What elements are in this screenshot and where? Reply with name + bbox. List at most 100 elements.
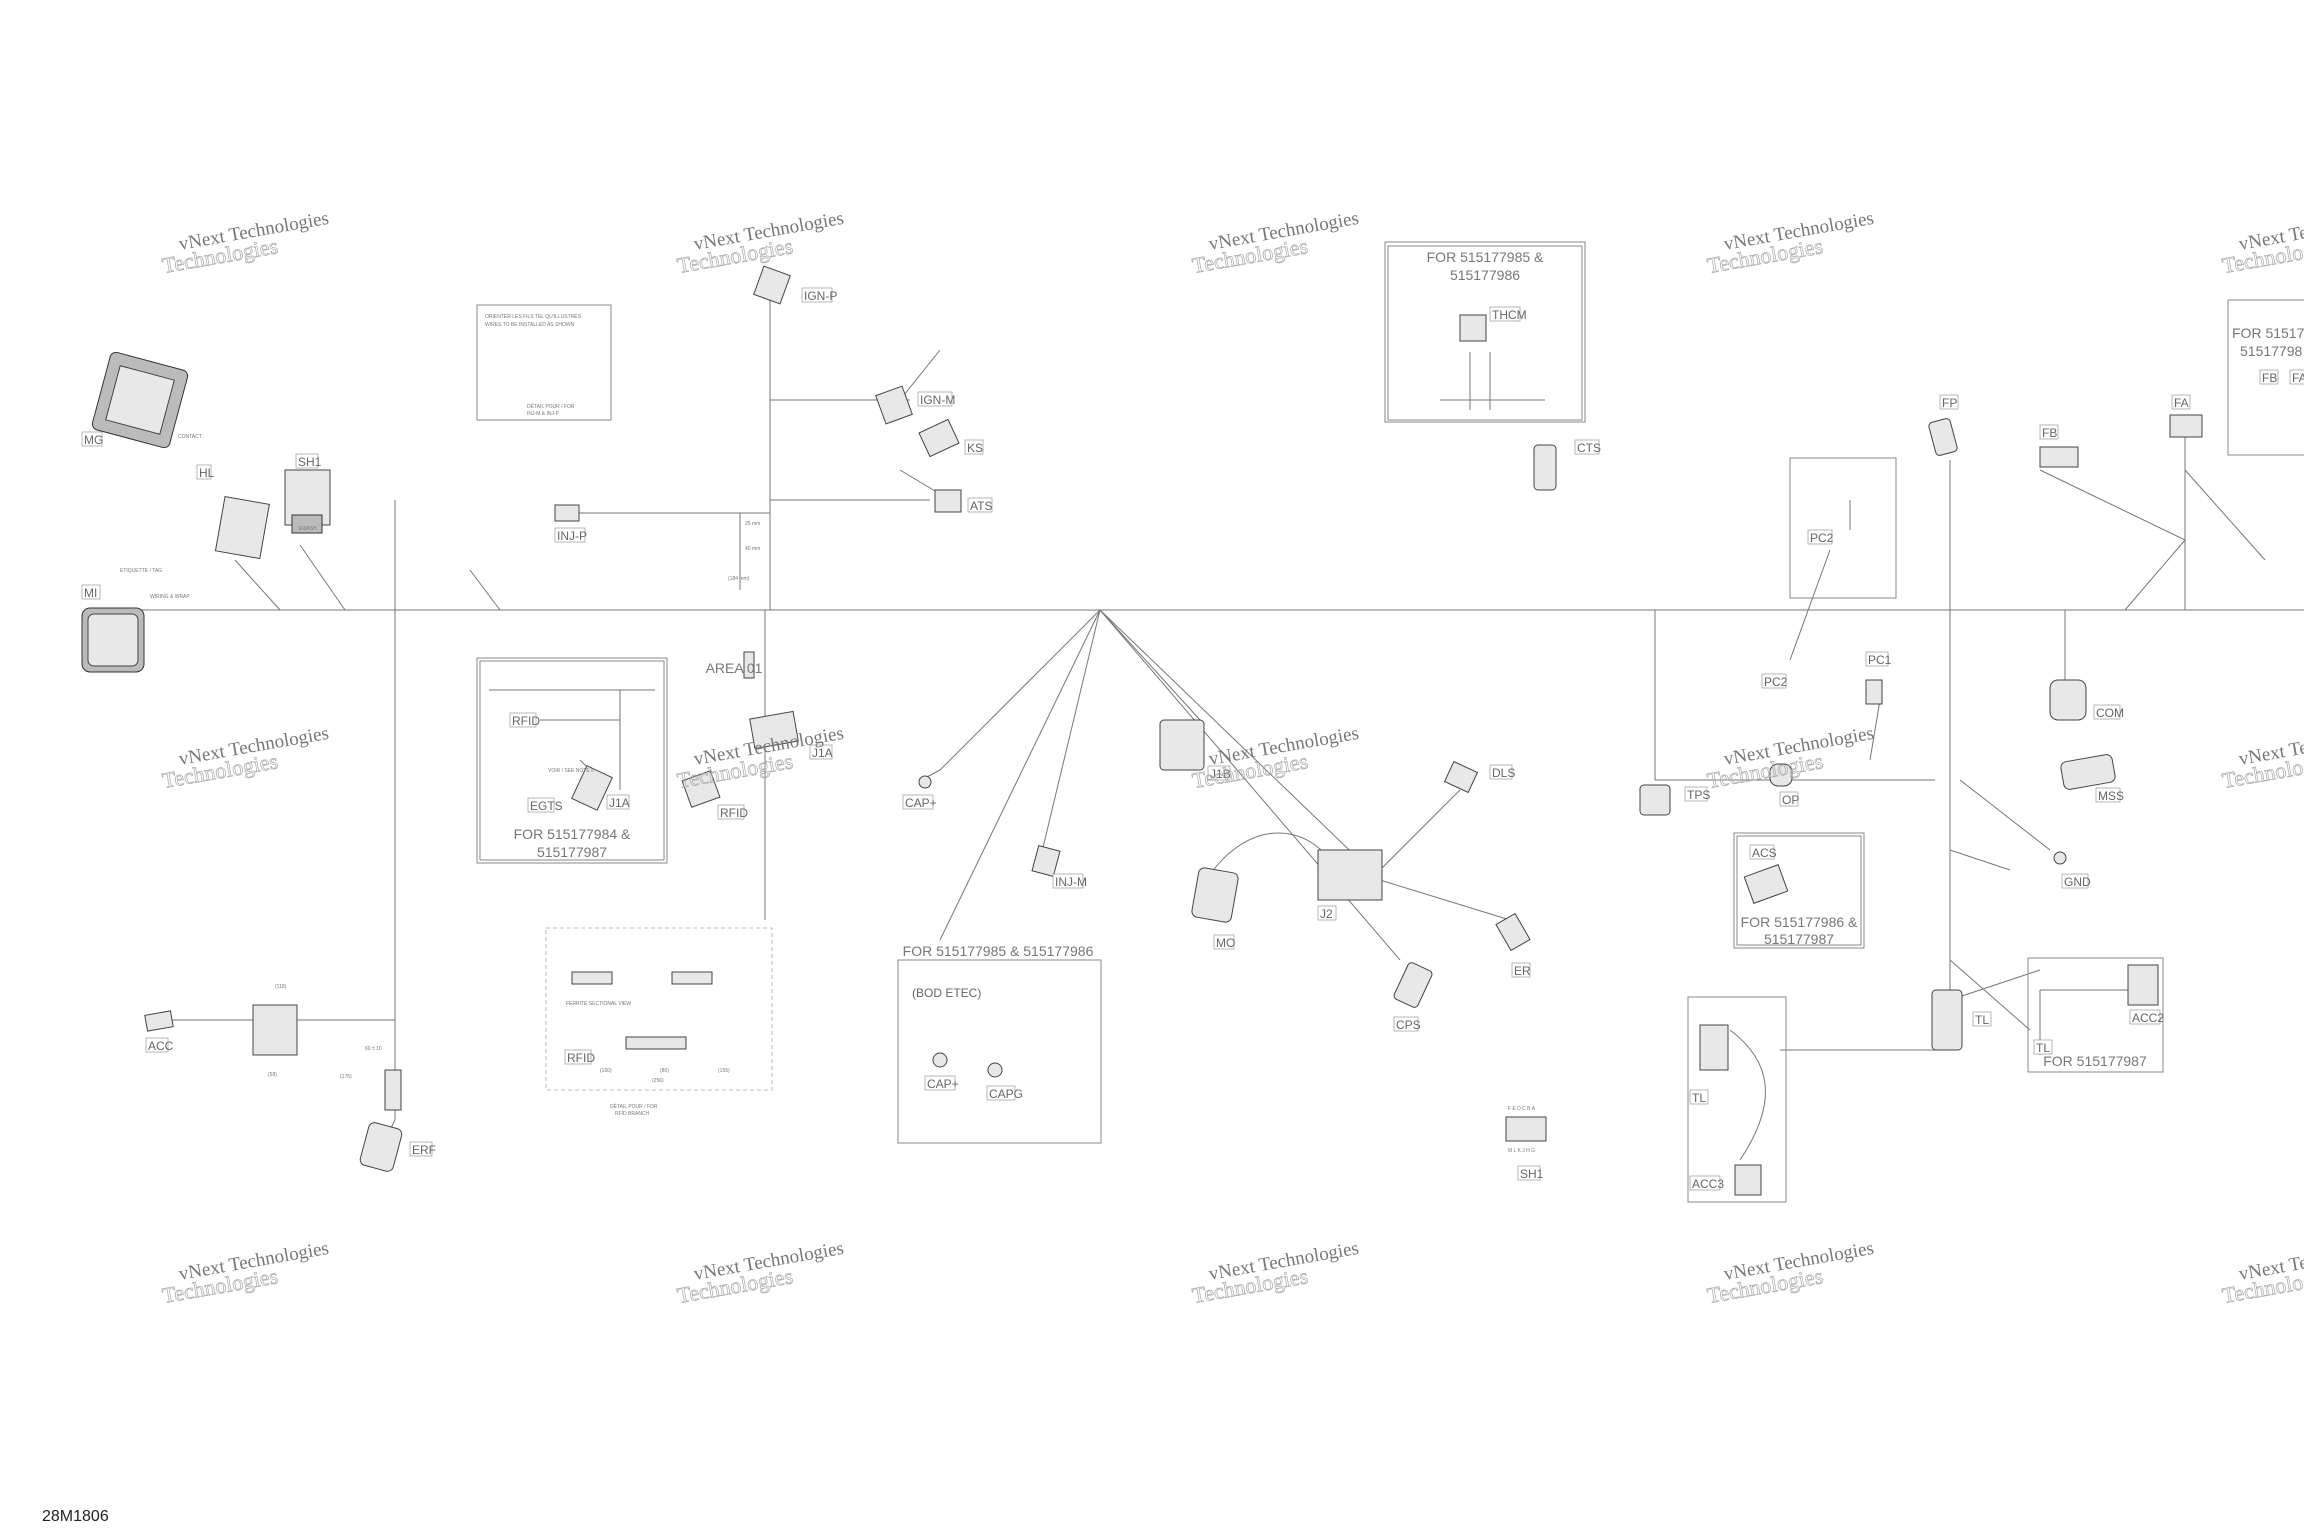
dim-40: 40 mm: [745, 546, 760, 552]
rfid-area-connector-icon: [681, 770, 721, 808]
label-egts: EGTS: [530, 799, 563, 813]
label-sh1-top: SH1: [298, 455, 322, 469]
fp-connector-icon: [1928, 418, 1958, 456]
label-tps: TPS: [1687, 788, 1710, 802]
cap-plus-terminal-icon: [918, 775, 932, 789]
label-tl-left: TL: [1692, 1091, 1706, 1105]
dim-80: (80): [660, 1068, 669, 1074]
sh1-connector-icon: [284, 469, 331, 534]
wiring-note: WIRING & WRAP: [150, 594, 190, 600]
mo-connector-icon: [1191, 867, 1239, 923]
label-tl-right: TL: [1975, 1013, 1989, 1027]
ats-connector-icon: [934, 489, 962, 513]
label-rfid-area: RFID: [720, 806, 748, 820]
cap-bottom-terminal-icon: [932, 1052, 1003, 1078]
ferrite-icon: [252, 651, 755, 1111]
label-cps: CPS: [1396, 1018, 1421, 1032]
tl-box-connector-icon: [1699, 1024, 1729, 1071]
notes: ETIQUETTE / TAG CONTACT SN/ASH ORIENTER …: [120, 313, 1536, 1154]
label-mss: MSS: [2098, 789, 2124, 803]
label-ign-p: IGN-P: [804, 289, 837, 303]
connector-labels: MG MI HL SH1 IGN-P IGN-M KS ATS INJ-P TH…: [81, 287, 2304, 1191]
label-cap-plus: CAP+: [905, 796, 937, 810]
sh1-note: SN/ASH: [298, 526, 317, 532]
label-fa-box: FA: [2292, 371, 2304, 385]
label-cts: CTS: [1577, 441, 1601, 455]
label-pc2-box: PC2: [1810, 531, 1834, 545]
detail-inner-2: WIRES TO BE INSTALLED AS SHOWN: [485, 322, 575, 328]
label-j2: J2: [1320, 907, 1333, 921]
tps-connector-icon: [1639, 784, 1671, 816]
sh1-pins-bottom: M L K J H G: [1508, 1148, 1535, 1154]
detail-top-sub: INJ-M & INJ-P: [527, 411, 560, 417]
area-left-title-1: FOR 515177984 &: [514, 826, 631, 842]
label-erf: ERF: [412, 1143, 436, 1157]
acs-box-title-1: FOR 515177986 &: [1741, 914, 1858, 930]
inj-m-connector-icon: [1031, 844, 1061, 878]
egts-connector-icon: [571, 765, 613, 811]
label-com: COM: [2096, 706, 2124, 720]
dim-60: 60 ± 10: [365, 1046, 382, 1052]
cts-connector-icon: [1533, 444, 1557, 491]
label-rfid-detail: RFID: [567, 1051, 595, 1065]
label-mi: MI: [84, 586, 97, 600]
thcm-connector-icon: [1459, 314, 1487, 342]
bod-etec-label: (BOD ETEC): [912, 986, 981, 1000]
sh1-pins-top: F E D C B A: [1508, 1106, 1536, 1112]
ferrite-note: FERRITE SECTIONAL VIEW: [566, 1001, 631, 1007]
dim-58: (58): [268, 1072, 277, 1078]
label-fb-box: FB: [2262, 371, 2277, 385]
detail-bottom-sub: RFID BRANCH: [615, 1111, 650, 1117]
acs-connector-icon: [1743, 864, 1789, 904]
acc2-connector-icon: [2127, 964, 2159, 1006]
label-acc2: ACC2: [2132, 1011, 2164, 1025]
thcm-box-title-1: FOR 515177985 &: [1427, 249, 1544, 265]
com-connector-icon: [2049, 679, 2087, 721]
tl-connector-icon: [1931, 989, 1963, 1051]
fa-connector-icon: [2169, 414, 2203, 438]
op-connector-icon: [1769, 763, 1793, 787]
drawing-id: 28M1806: [42, 1508, 109, 1525]
dim-118: (118): [275, 984, 287, 990]
ign-p-connector-icon: [753, 265, 791, 305]
connector-symbols: [81, 265, 2203, 1196]
erf-connector-icon: [359, 1122, 403, 1172]
label-inj-p: INJ-P: [557, 529, 587, 543]
label-gnd: GND: [2064, 875, 2091, 889]
box-titles: FOR 515177985 & 515177986 AREA 01 FOR 51…: [514, 249, 2304, 1069]
label-ks: KS: [967, 441, 983, 455]
label-dls: DLS: [1492, 766, 1515, 780]
label-sh1-bottom: SH1: [1520, 1167, 1544, 1181]
dls-connector-icon: [1443, 760, 1479, 794]
area-title: AREA 01: [706, 660, 763, 676]
label-op: OP: [1782, 793, 1799, 807]
thcm-box-title-2: 515177986: [1450, 267, 1520, 283]
label-fb: FB: [2042, 426, 2057, 440]
bottom-center-title: FOR 515177985 & 515177986: [903, 943, 1094, 959]
sh1-pin-connector-icon: [1505, 1116, 1547, 1142]
j1b-connector-icon: [1159, 719, 1205, 771]
label-er: ER: [1514, 964, 1531, 978]
label-ats: ATS: [970, 499, 992, 513]
label-thcm: THCM: [1492, 308, 1527, 322]
dim-155: (155): [718, 1068, 730, 1074]
mi-connector-icon: [81, 607, 145, 673]
ks-connector-icon: [918, 418, 960, 458]
mg-ecm-connector-icon: [91, 351, 189, 449]
label-acc3: ACC3: [1692, 1177, 1724, 1191]
contact-note: CONTACT: [178, 434, 202, 440]
label-acs: ACS: [1752, 846, 1777, 860]
